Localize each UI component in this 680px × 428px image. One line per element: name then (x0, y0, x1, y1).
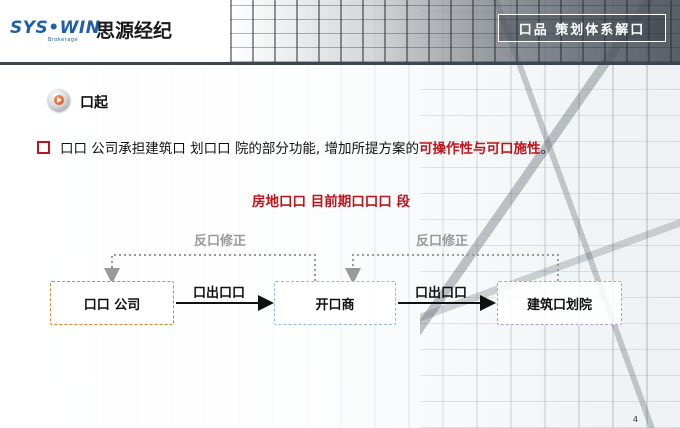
slide-title: 口起 (80, 95, 108, 111)
logo-subtitle: Brokerage (48, 37, 79, 43)
background-architecture (420, 0, 680, 428)
arrow-label-right: 口出口口 (415, 286, 468, 301)
stage-title: 房地口口 目前期口口口 段 (0, 190, 680, 210)
feedback-label-left: 反口修正 (194, 234, 247, 249)
feedback-arrow-right (345, 254, 559, 284)
bullet-square-icon (37, 141, 50, 154)
header-photo (230, 0, 680, 62)
section-tag: 口品 策划体系解口 (498, 14, 666, 42)
header-bar: SYS•WIN Brokerage 思源经纪 口品 策划体系解口 (0, 0, 680, 62)
feedback-label-right: 反口修正 (416, 234, 469, 249)
arrow-label-left: 口出口口 (193, 286, 246, 301)
bullet-text-plain: 口口 公司承担建筑口 划口口 院的部分功能, 增加所提方案的 (60, 141, 419, 157)
arrow-circle-icon (48, 89, 70, 111)
node-design-institute: 建筑口划院 (497, 281, 622, 325)
feedback-arrow-left (104, 254, 316, 284)
header-divider (0, 62, 680, 65)
node-developer: 开口商 (274, 281, 396, 325)
logo-chinese: 思源经纪 (96, 20, 173, 42)
arrow-right-icon (57, 97, 62, 103)
logo-english: SYS•WIN (10, 18, 101, 38)
node-consultant: 口口 公司 (50, 281, 174, 325)
bullet-text-emphasis: 可操作性与可口施性 (418, 141, 541, 157)
bullet-text: 口口 公司承担建筑口 划口口 院的部分功能, 增加所提方案的可操作性与可口施性。 (60, 137, 554, 157)
page-number: 4 (632, 415, 638, 424)
stage-title-text: 房地口口 目前期口口口 段 (252, 194, 410, 210)
bullet-text-end: 。 (540, 141, 554, 157)
